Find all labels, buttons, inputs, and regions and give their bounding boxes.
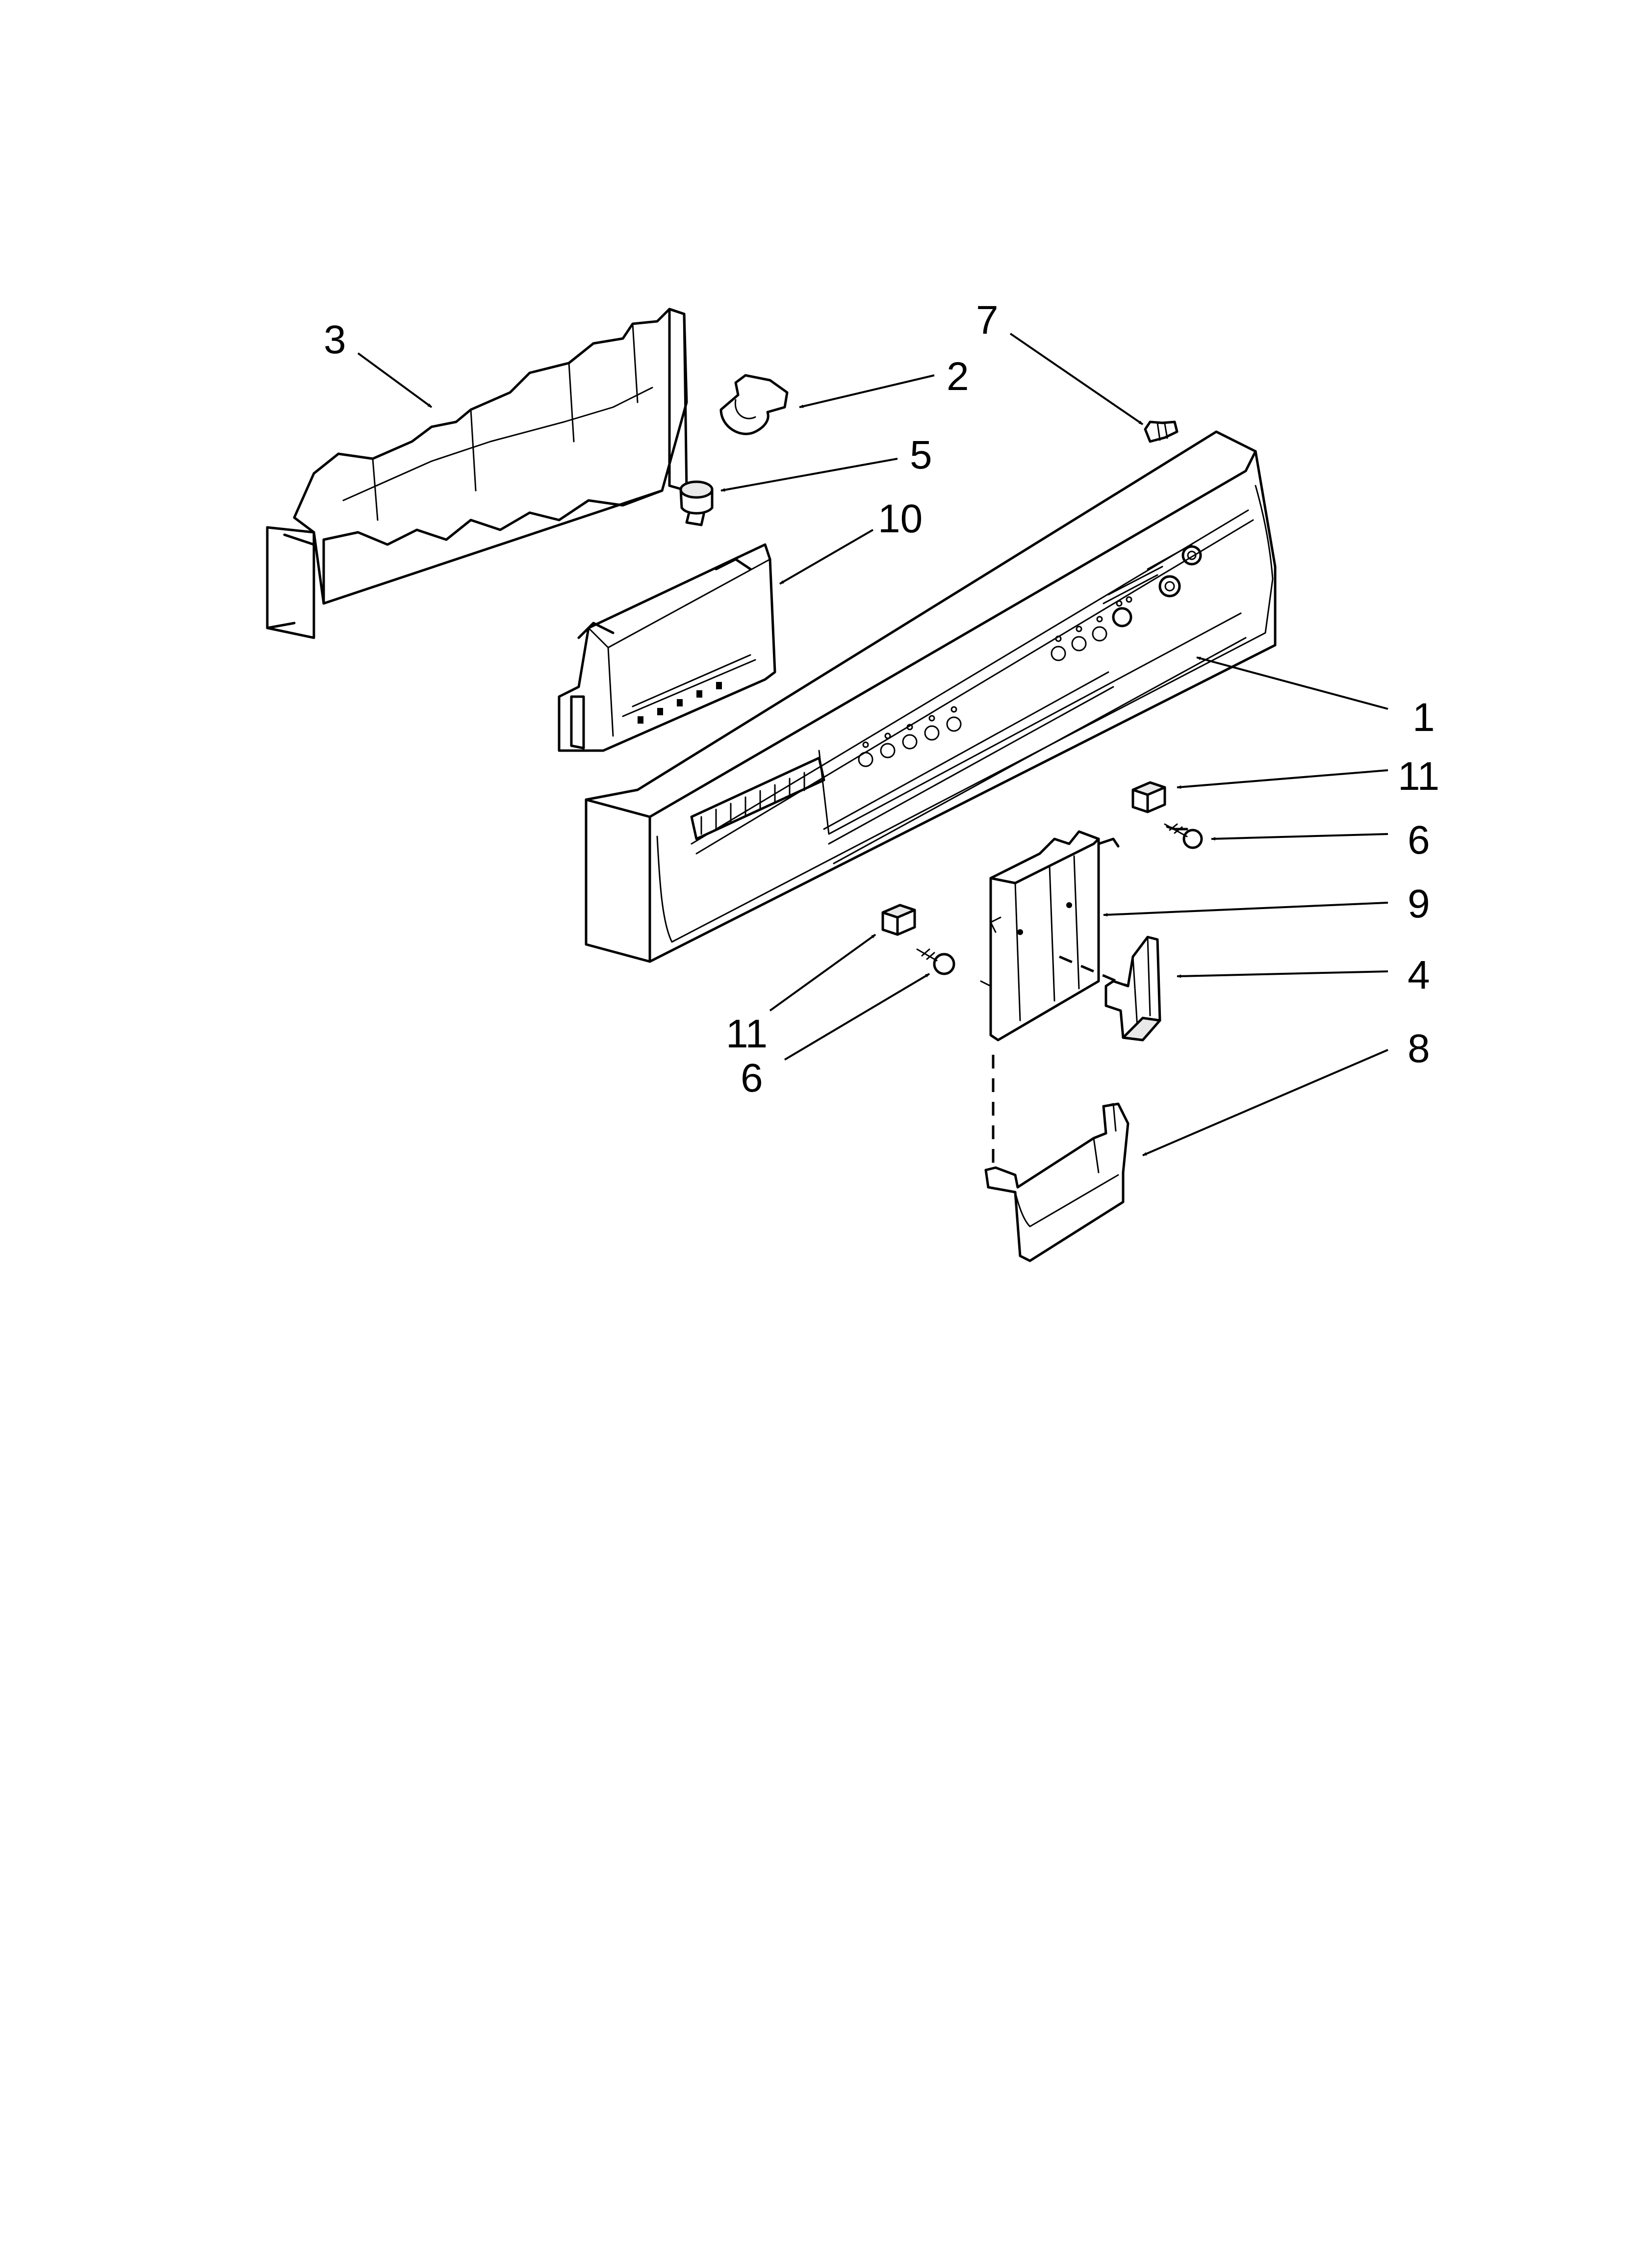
- part-2-clip: [719, 374, 789, 435]
- leader-lines: [357, 333, 1388, 1156]
- callout-6-right: 6: [1408, 818, 1430, 862]
- part-3-housing: [266, 308, 688, 639]
- callout-10: 10: [878, 496, 923, 541]
- callout-8: 8: [1408, 1026, 1430, 1071]
- callout-11-right: 11: [1398, 754, 1439, 799]
- part-1-control-panel: [585, 430, 1277, 963]
- part-8-lower-bracket: [984, 1102, 1129, 1262]
- callout-1: 1: [1412, 695, 1435, 740]
- part-11-clip-right: [1131, 781, 1166, 813]
- callout-5: 5: [910, 433, 932, 477]
- callout-3: 3: [324, 317, 346, 362]
- callout-4: 4: [1408, 953, 1430, 997]
- right-button-group: [1051, 544, 1202, 661]
- part-11-clip-left: [881, 904, 916, 936]
- part-6-screw-right: [1164, 823, 1203, 849]
- callout-11-left: 11: [726, 1012, 768, 1056]
- callout-9: 9: [1408, 882, 1430, 926]
- part-6-screw-left: [916, 948, 955, 975]
- callout-6-left: 6: [741, 1056, 763, 1100]
- part-9-bracket: [980, 830, 1129, 1042]
- part-10-control-board: [558, 543, 776, 752]
- part-5-button: [679, 480, 714, 526]
- part-7-screw: [1144, 420, 1179, 443]
- left-button-group: [858, 706, 962, 767]
- part-4-small-bracket: [1104, 936, 1161, 1042]
- callout-labels: 3 2 5 10 7 1 11 6 9 4 8 11 6: [324, 298, 1439, 1100]
- callout-2: 2: [947, 354, 969, 399]
- callout-7: 7: [976, 298, 999, 342]
